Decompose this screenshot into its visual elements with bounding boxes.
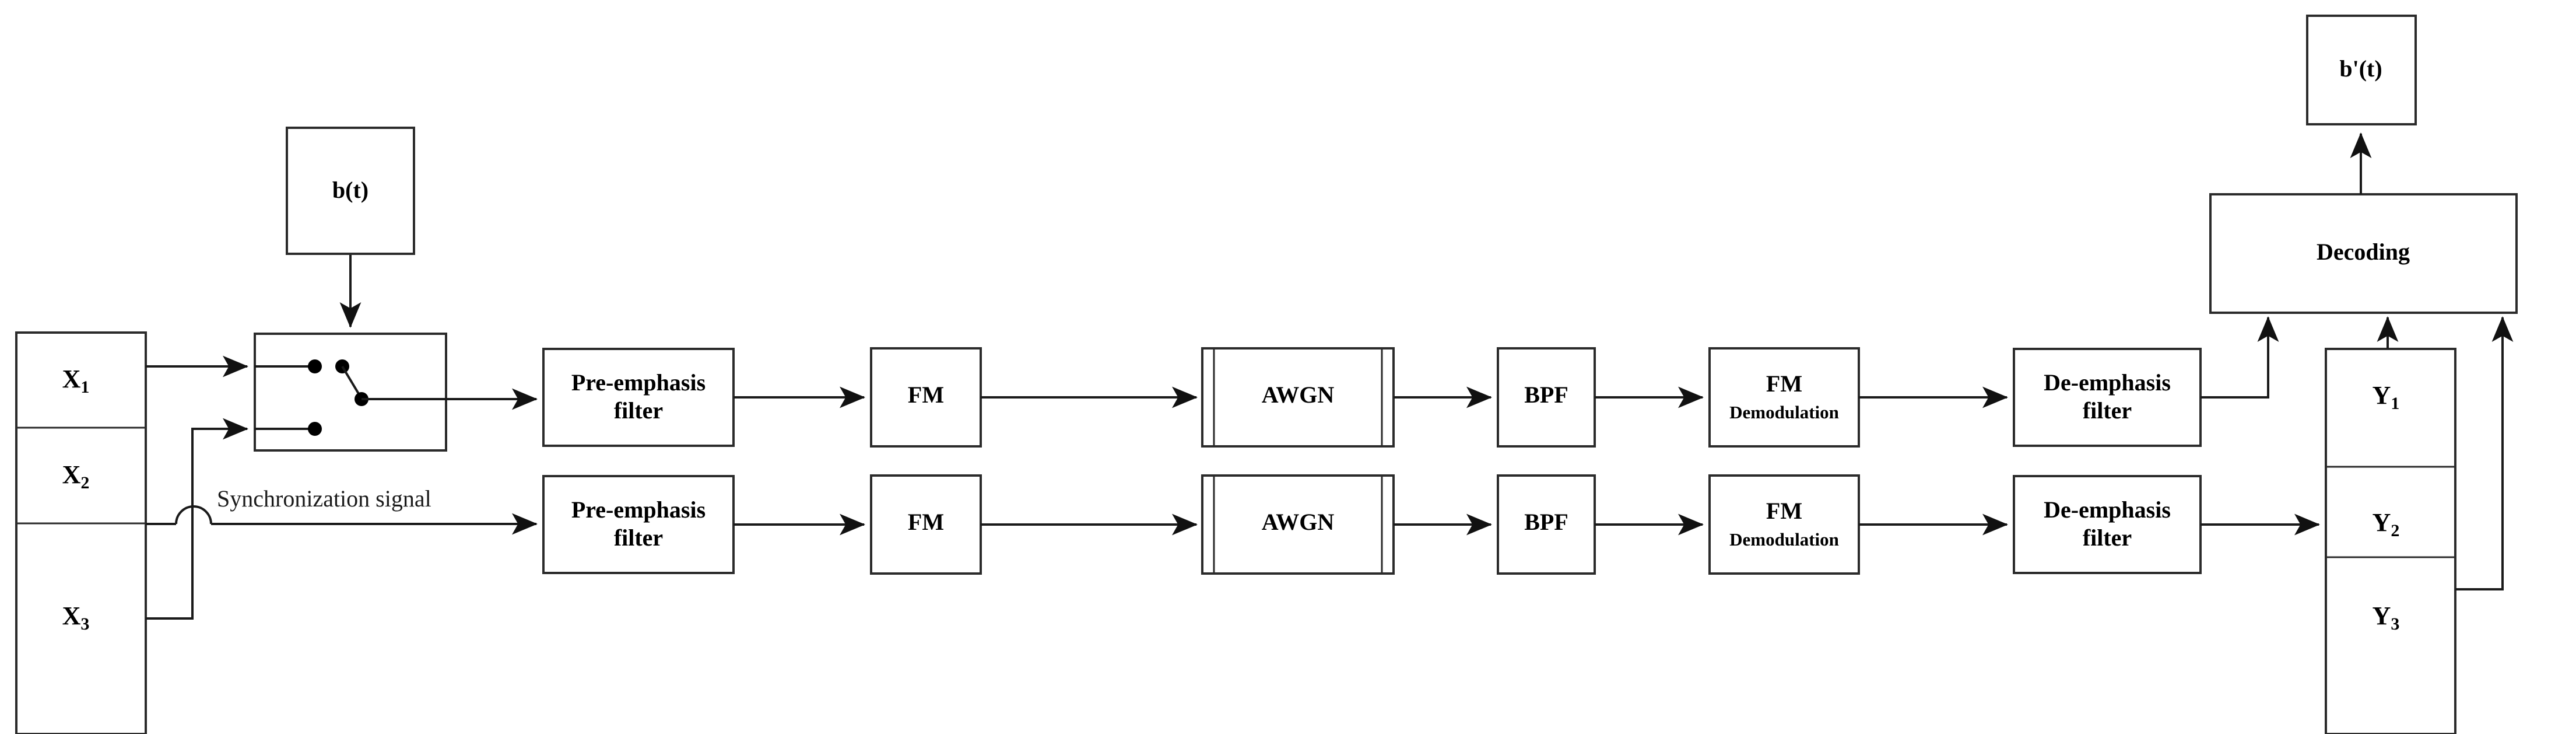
block-pre-emphasis-filter-bottom: Pre-emphasis filter: [542, 475, 735, 574]
b-of-t-label: b(t): [332, 177, 368, 203]
block-de-emphasis-filter-bottom: De-emphasis filter: [2013, 475, 2202, 574]
y1-sub: 1: [2391, 394, 2399, 413]
block-fm-modulator-top: FM: [870, 347, 982, 448]
output-item-y1: Y1: [2373, 381, 2400, 413]
y3-sub: 3: [2391, 614, 2399, 634]
awgn-label-bottom: AWGN: [1262, 509, 1335, 535]
block-pre-emphasis-filter-top: Pre-emphasis filter: [542, 348, 735, 447]
y2-sub: 2: [2391, 521, 2399, 540]
selector-switch-block[interactable]: [254, 333, 447, 452]
input-item-x2: X2: [62, 460, 90, 492]
switch-terminal-lower-dot: [308, 422, 322, 436]
wire-hop-arc: [175, 505, 212, 525]
b-of-t-block: b(t): [286, 127, 415, 255]
decoding-label: Decoding: [2317, 239, 2410, 265]
svg-text:X2: X2: [62, 460, 90, 492]
x2-sub: 2: [80, 473, 89, 492]
block-awgn-channel-bottom: AWGN: [1201, 474, 1395, 575]
fm-demod-label-line1: FM: [1766, 371, 1802, 397]
de-emphasis-label-line1: De-emphasis: [2044, 369, 2171, 396]
x3-sub: 3: [80, 614, 89, 634]
svg-text:X3: X3: [62, 602, 90, 634]
de-emphasis-bottom-line1: De-emphasis: [2044, 497, 2171, 523]
b-prime-label: b'(t): [2339, 55, 2382, 82]
decoding-block: Decoding: [2209, 193, 2518, 314]
de-emphasis-label-line2: filter: [2083, 397, 2132, 424]
y1-base: Y: [2373, 381, 2391, 410]
input-item-x1: X1: [62, 365, 90, 397]
fm-label-bottom: FM: [908, 509, 944, 535]
upper-branch-blocks: Pre-emphasis filter FM AWGN BPF FM Dem: [542, 347, 2202, 448]
block-de-emphasis-filter-top: De-emphasis filter: [2013, 348, 2202, 447]
block-fm-modulator-bottom: FM: [870, 474, 982, 575]
block-awgn-channel-top: AWGN: [1201, 347, 1395, 448]
block-bandpass-filter-top: BPF: [1497, 347, 1596, 448]
fm-label-top: FM: [908, 382, 944, 408]
fm-demod-bottom-line2: Demodulation: [1729, 529, 1839, 550]
block-bandpass-filter-bottom: BPF: [1497, 474, 1596, 575]
pre-emphasis-bottom-line1: Pre-emphasis: [571, 497, 706, 523]
output-signal-stack: Y1 Y2 Y3: [2325, 348, 2456, 734]
block-fm-demodulator-top: FM Demodulation: [1708, 347, 1860, 448]
awgn-label-top: AWGN: [1262, 382, 1335, 408]
wire-top-deemphasis-to-decoding: [2201, 316, 2279, 399]
x3-base: X: [62, 602, 81, 630]
y3-base: Y: [2373, 602, 2391, 630]
lower-branch-blocks: Pre-emphasis filter FM AWGN BPF FM Dem: [542, 474, 2202, 575]
fm-demod-bottom-line1: FM: [1766, 498, 1802, 524]
bpf-label-top: BPF: [1524, 382, 1568, 408]
y2-base: Y: [2373, 508, 2391, 537]
x2-base: X: [62, 460, 81, 489]
output-item-y3: Y3: [2373, 602, 2400, 634]
svg-text:Y3: Y3: [2373, 602, 2400, 634]
svg-text:Y1: Y1: [2373, 381, 2400, 413]
svg-text:X1: X1: [62, 365, 90, 397]
pre-emphasis-label-line1: Pre-emphasis: [571, 369, 706, 396]
fm-demod-label-line2: Demodulation: [1729, 402, 1839, 422]
bpf-label-bottom: BPF: [1524, 509, 1568, 535]
pre-emphasis-bottom-line2: filter: [614, 525, 663, 551]
input-signal-stack: X1 X2 X3: [15, 331, 147, 734]
b-prime-of-t-block: b'(t): [2306, 15, 2417, 125]
pre-emphasis-label-line2: filter: [614, 397, 663, 424]
wire-x3-to-switch: [146, 418, 248, 620]
svg-text:Y2: Y2: [2373, 508, 2400, 540]
x1-sub: 1: [80, 378, 89, 397]
switch-terminal-upper-dot: [308, 359, 322, 373]
block-fm-demodulator-bottom: FM Demodulation: [1708, 474, 1860, 575]
x1-base: X: [62, 365, 81, 393]
synchronization-signal-label: Synchronization signal: [217, 485, 431, 512]
wire-y3-to-decoding: [2455, 316, 2514, 590]
input-item-x3: X3: [62, 602, 90, 634]
output-item-y2: Y2: [2373, 508, 2400, 540]
de-emphasis-bottom-line2: filter: [2083, 525, 2132, 551]
